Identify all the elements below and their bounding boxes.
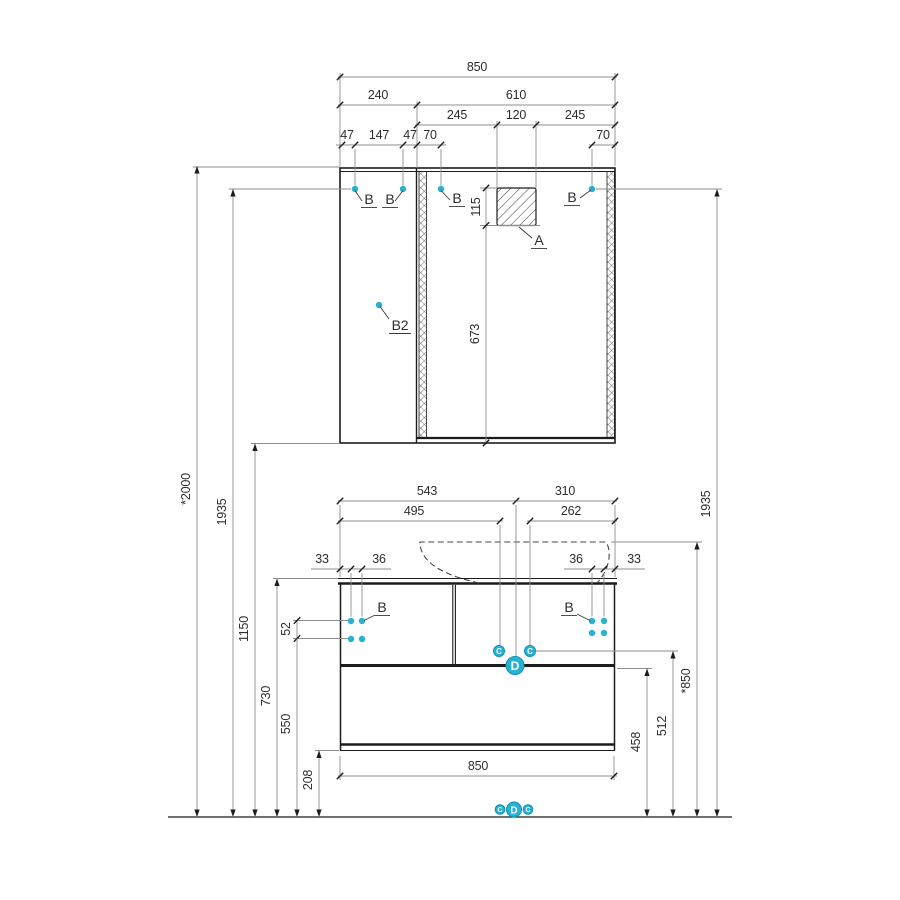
dim-c-level: 512: [655, 716, 669, 737]
cutout-a-hatch: [496, 187, 537, 227]
dim-hinge-height-left: 1935: [215, 498, 229, 525]
hinge-dot: [347, 617, 355, 625]
dim-offset-147: 147: [369, 128, 390, 142]
dim-hinge-row-height: 550: [279, 714, 293, 735]
dim-mirror-left: 245: [447, 108, 468, 122]
dim-vanity-width: 850: [468, 759, 489, 773]
marker-c-label: C: [497, 807, 502, 814]
dim-offset-70b: 70: [596, 128, 610, 142]
cd-markers-floor: C C D: [494, 801, 534, 818]
hinge-dot: [588, 617, 596, 625]
marker-c-label: C: [527, 647, 533, 656]
marker-c-circle: [494, 804, 506, 815]
dim-bottom-clearance: 208: [301, 770, 315, 791]
hinge-dot: [358, 635, 366, 643]
dim-offset-70a: 70: [423, 128, 437, 142]
marker-c-circle: [493, 645, 505, 657]
dim-door-height: 673: [468, 324, 482, 345]
dimension-chains-top: 850 240 610 245 120 245 47 147 47 70 70 …: [336, 60, 619, 447]
dim-drawer-section: 458: [629, 732, 643, 753]
dimension-chains-vanity: 543 310 495 262 33 36 36 33 850: [311, 484, 645, 780]
dim-hinge-left: 36: [372, 552, 386, 566]
dimension-lines-left: *2000 1935 1150 730 52 550 208: [179, 166, 322, 817]
dim-hinge-right: 36: [569, 552, 583, 566]
dim-c-left: 495: [404, 504, 425, 518]
mirror-cabinet: [339, 167, 616, 444]
dim-hinge-gap: 52: [279, 622, 293, 636]
dim-total-height: *2000: [179, 473, 193, 505]
dim-worktop-height: *850: [679, 668, 693, 693]
dim-d-right: 310: [555, 484, 576, 498]
hinge-dot: [600, 617, 608, 625]
callout-b: B: [564, 599, 573, 615]
mirror-frame-right-hatch: [606, 171, 615, 438]
hinge-dot: [351, 185, 359, 193]
dim-hinge-height-right: 1935: [699, 490, 713, 517]
dim-edge-right: 33: [627, 552, 641, 566]
callout-b: B: [452, 190, 461, 206]
hinge-dot: [437, 185, 445, 193]
b2-dot: [375, 301, 383, 309]
dim-mirror-center: 120: [506, 108, 527, 122]
callout-b: B: [385, 191, 394, 207]
dim-left-section: 240: [368, 88, 389, 102]
dim-offset-47b: 47: [403, 128, 417, 142]
marker-d-label: D: [510, 806, 517, 817]
marker-d-circle: [506, 801, 522, 818]
mirror-frame-left-hatch: [418, 171, 427, 438]
dim-d-left: 543: [417, 484, 438, 498]
dim-offset-47a: 47: [340, 128, 354, 142]
dim-overall-width: 850: [467, 60, 488, 74]
dim-edge-left: 33: [315, 552, 329, 566]
callout-b2: B2: [392, 317, 409, 333]
dim-cabinet-bottom-height: 1150: [237, 616, 251, 642]
callout-labels: B B B B B2 A B B: [354, 189, 592, 621]
marker-c-label: C: [496, 647, 502, 656]
hinge-dot: [347, 635, 355, 643]
cd-markers-cabinet: C C D: [493, 645, 536, 675]
hinge-dot: [600, 629, 608, 637]
callout-a: A: [534, 232, 544, 248]
marker-c-label: C: [525, 807, 530, 814]
extension-lines: [193, 73, 722, 780]
hinge-dot: [588, 629, 596, 637]
hinge-dot: [399, 185, 407, 193]
marker-c-circle: [524, 645, 536, 657]
dim-right-section: 610: [506, 88, 527, 102]
dim-counter-height: 730: [259, 686, 273, 707]
dimension-lines-right: 458 512 *850 1935: [629, 189, 720, 817]
dim-mirror-right: 245: [565, 108, 586, 122]
vanity-unit: [338, 541, 617, 751]
marker-d-label: D: [511, 659, 520, 673]
callout-b: B: [364, 191, 373, 207]
callout-b: B: [377, 599, 386, 615]
mount-point-dots: [347, 185, 608, 643]
marker-d-circle: [505, 656, 525, 675]
marker-c-circle: [522, 804, 534, 815]
dim-cutout-height: 115: [469, 197, 483, 217]
hinge-dot: [358, 617, 366, 625]
dim-c-right: 262: [561, 504, 582, 518]
callout-b: B: [567, 189, 576, 205]
